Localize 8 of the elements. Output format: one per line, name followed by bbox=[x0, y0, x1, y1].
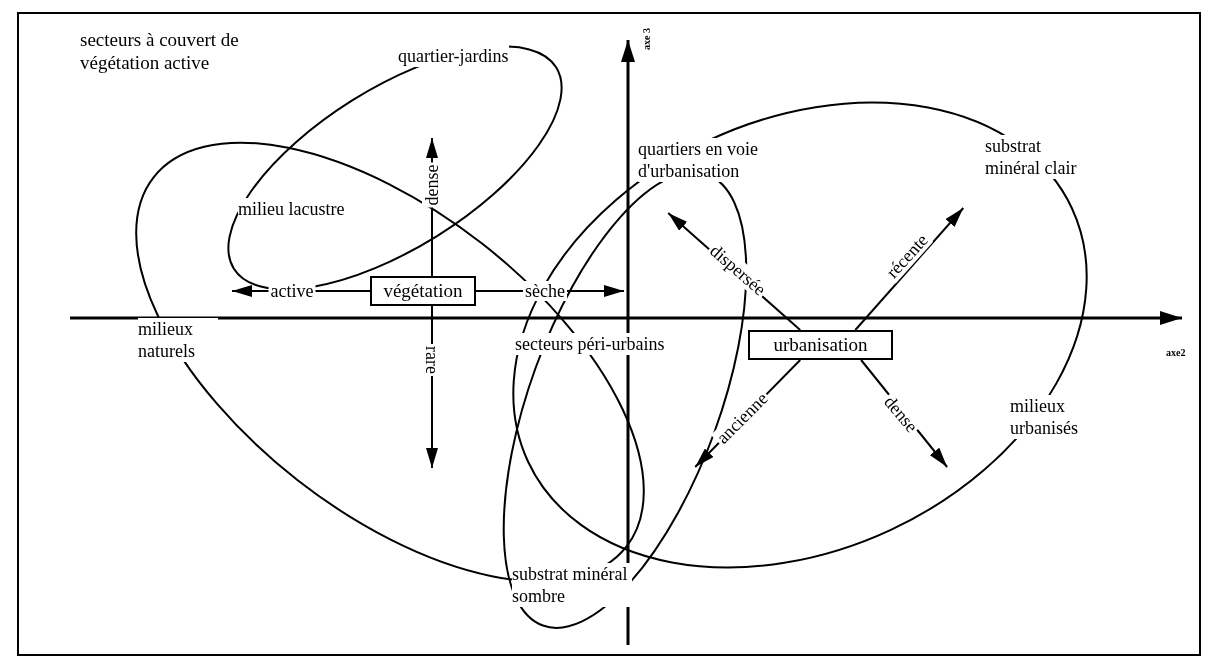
arrow bbox=[854, 207, 965, 331]
factor-box: urbanisation bbox=[748, 330, 893, 360]
edge-label: sèche bbox=[523, 281, 567, 301]
factor-box: végétation bbox=[370, 276, 476, 306]
region-label: secteurs péri-urbains bbox=[515, 333, 665, 355]
region-label: substrat minéral sombre bbox=[512, 563, 632, 607]
region-label: quartier-jardins bbox=[398, 45, 509, 67]
region-label: milieux naturels bbox=[138, 318, 218, 362]
